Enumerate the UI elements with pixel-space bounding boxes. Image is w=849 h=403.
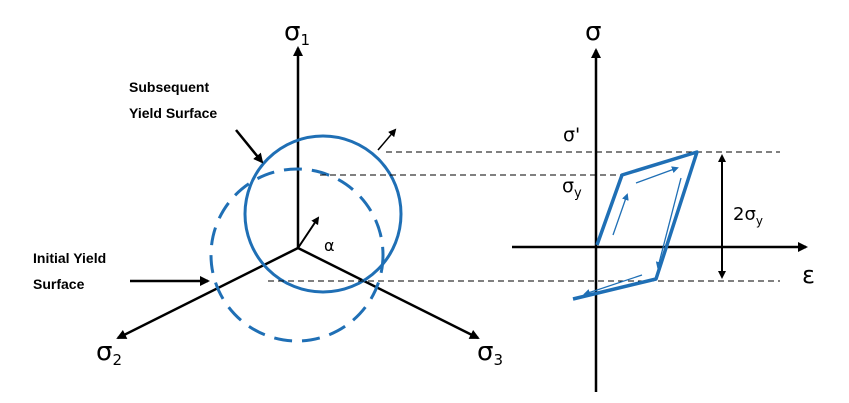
reference-lines <box>268 151 780 282</box>
unloading-arrow <box>655 177 682 269</box>
subsequent-yield-surface <box>243 134 403 294</box>
strain-axis-label: ε <box>802 261 815 289</box>
backstress-arrow <box>297 216 320 249</box>
normal-arrow <box>377 128 397 151</box>
stress-strain-plot: σ ε σ' σy 2σy <box>512 17 815 392</box>
initial-label-line1: Initial Yield <box>33 250 106 266</box>
stress-axis-label: σ <box>585 17 601 47</box>
sigma3-label: σ3 <box>477 337 503 369</box>
principal-stress-space: α Subsequent Yield Surface Initial Yield… <box>33 17 503 369</box>
sigma-y-label: σy <box>562 175 582 201</box>
backstress-label: α <box>324 236 335 255</box>
subsequent-label-line2: Yield Surface <box>129 105 217 121</box>
sigma2-label: σ2 <box>96 337 122 369</box>
sigma1-label: σ1 <box>284 17 310 49</box>
reverse-yield-arrow <box>583 274 643 296</box>
initial-label-line2: Surface <box>33 276 85 292</box>
hysteresis-loop <box>572 150 699 301</box>
subsequent-label-line1: Subsequent <box>129 79 209 95</box>
sigma2-axis <box>116 246 299 340</box>
subsequent-pointer-arrow <box>235 129 264 164</box>
initial-yield-surface <box>209 167 385 343</box>
sigma-prime-label: σ' <box>563 124 580 146</box>
range-label: 2σy <box>733 204 763 228</box>
loading-arrow-up <box>612 193 629 236</box>
sigma3-axis <box>297 246 480 340</box>
hardening-arrow <box>635 166 679 184</box>
